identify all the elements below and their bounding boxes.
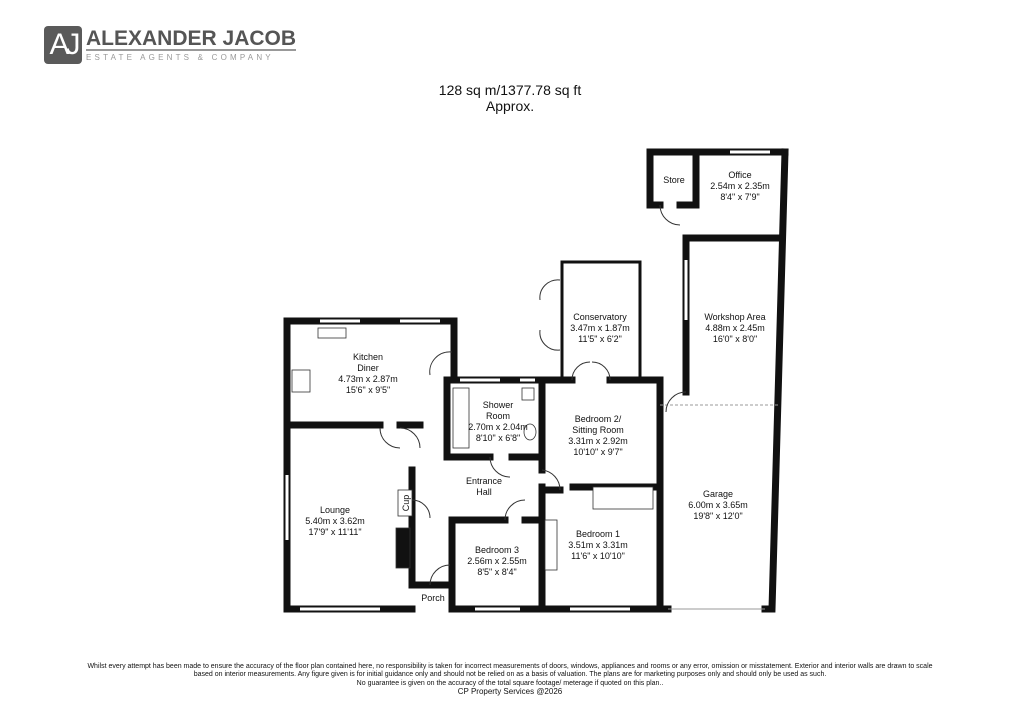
room-labels: Kitchen Diner 4.73m x 2.87m 15'6" x 9'5"… bbox=[305, 170, 770, 603]
bedroom3-imperial: 8'5" x 8'4" bbox=[477, 567, 516, 577]
disclaimer-line-1: Whilst every attempt has been made to en… bbox=[87, 663, 933, 670]
store-label: Store bbox=[663, 175, 685, 185]
fixtures bbox=[291, 327, 654, 571]
bedroom1-label: Bedroom 1 bbox=[576, 529, 620, 539]
cup-label: Cup bbox=[401, 495, 411, 512]
bedroom3-metric: 2.56m x 2.55m bbox=[467, 556, 527, 566]
shower-label: Shower bbox=[483, 400, 514, 410]
shower-tray-icon bbox=[452, 387, 470, 449]
workshop-imperial: 16'0" x 8'0" bbox=[713, 334, 757, 344]
disclaimer: Whilst every attempt has been made to en… bbox=[40, 663, 980, 697]
conservatory-imperial: 11'5" x 6'2" bbox=[578, 334, 622, 344]
workshop-metric: 4.88m x 2.45m bbox=[705, 323, 765, 333]
conservatory-metric: 3.47m x 1.87m bbox=[570, 323, 630, 333]
bedroom2-imperial: 10'10" x 9'7" bbox=[573, 447, 622, 457]
shower-label-2: Room bbox=[486, 411, 510, 421]
toilet-icon bbox=[521, 387, 535, 401]
total-area: 128 sq m/1377.78 sq ft Approx. bbox=[0, 82, 1020, 114]
kitchen-metric: 4.73m x 2.87m bbox=[338, 374, 398, 384]
office-metric: 2.54m x 2.35m bbox=[710, 181, 770, 191]
garage-label: Garage bbox=[703, 489, 733, 499]
lounge-metric: 5.40m x 3.62m bbox=[305, 516, 365, 526]
basin-icon bbox=[523, 423, 537, 441]
wardrobe bbox=[592, 486, 654, 510]
hall-label-2: Hall bbox=[476, 487, 492, 497]
bedroom3-label: Bedroom 3 bbox=[475, 545, 519, 555]
shower-imperial: 8'10" x 6'8" bbox=[476, 433, 520, 443]
logo-tagline: ESTATE AGENTS & COMPANY bbox=[86, 52, 274, 62]
office-label: Office bbox=[728, 170, 751, 180]
doors bbox=[379, 204, 687, 586]
garage-imperial: 19'8" x 12'0" bbox=[693, 511, 742, 521]
cupboard bbox=[397, 489, 413, 517]
kitchen-label: Kitchen bbox=[353, 352, 383, 362]
disclaimer-line-2: based on interior measurements. Any figu… bbox=[193, 671, 827, 679]
lounge-imperial: 17'9" x 11'11" bbox=[308, 527, 361, 537]
wardrobe-2 bbox=[544, 519, 558, 571]
lounge-label: Lounge bbox=[320, 505, 350, 515]
disclaimer-line-3: No guarantee is given on the accuracy of… bbox=[356, 679, 664, 687]
bedroom2-label: Bedroom 2/ bbox=[575, 414, 622, 424]
shower-metric: 2.70m x 2.04m bbox=[468, 422, 528, 432]
bedroom2-metric: 3.31m x 2.92m bbox=[568, 436, 628, 446]
credit: CP Property Services @2026 bbox=[457, 687, 563, 697]
conservatory-label: Conservatory bbox=[573, 312, 627, 322]
kitchen-imperial: 15'6" x 9'5" bbox=[346, 385, 390, 395]
office-imperial: 8'4" x 7'9" bbox=[720, 192, 759, 202]
garage-metric: 6.00m x 3.65m bbox=[688, 500, 748, 510]
area-size: 128 sq m/1377.78 sq ft bbox=[438, 82, 582, 98]
hall-label: Entrance bbox=[466, 476, 502, 486]
workshop-label: Workshop Area bbox=[704, 312, 765, 322]
hob-icon bbox=[291, 369, 311, 393]
bedroom1-imperial: 11'6" x 10'10" bbox=[571, 551, 625, 561]
company-logo: AJ ALEXANDER JACOB ESTATE AGENTS & COMPA… bbox=[44, 26, 297, 64]
sink-icon bbox=[317, 327, 347, 339]
windows bbox=[285, 150, 770, 611]
bedroom2-label-2: Sitting Room bbox=[572, 425, 624, 435]
logo-name: ALEXANDER JACOB bbox=[86, 26, 297, 51]
kitchen-label-2: Diner bbox=[357, 363, 379, 373]
area-approx: Approx. bbox=[485, 98, 535, 114]
bedroom1-metric: 3.51m x 3.31m bbox=[568, 540, 628, 550]
porch-label: Porch bbox=[421, 593, 445, 603]
logo-mark: AJ bbox=[44, 26, 82, 64]
fireplace-icon bbox=[395, 527, 411, 569]
